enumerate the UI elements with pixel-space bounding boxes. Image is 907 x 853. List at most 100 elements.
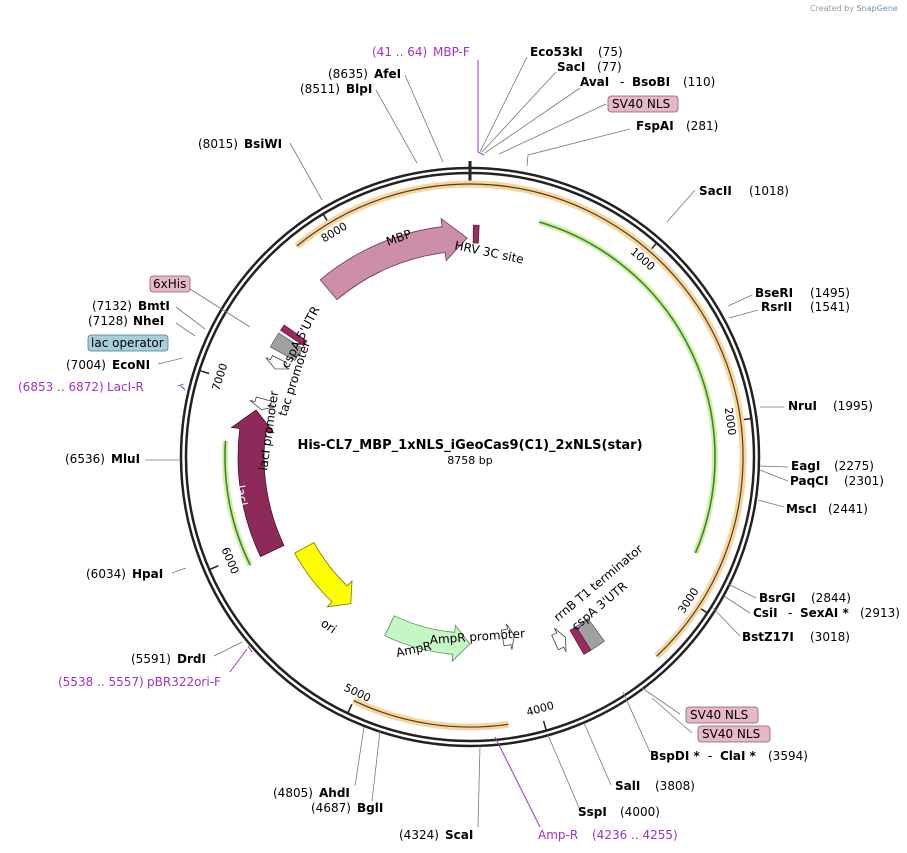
tick-mark [209,564,219,570]
svg-text:(7132): (7132) [92,299,132,313]
ampr-promoter-label: AmpR promoter [429,626,525,647]
svg-text:(110): (110) [683,75,715,89]
boxed-labels: SV40 NLS 6xHis lac operator SV40 NLS SV4… [87,95,771,743]
site-clai[interactable]: ClaI * [720,749,757,763]
site-sali[interactable]: SalI [615,779,640,793]
site-avai[interactable]: AvaI [580,75,609,89]
site-mlui[interactable]: MluI [111,452,140,466]
site-bmti[interactable]: BmtI [138,299,170,313]
site-econi[interactable]: EcoNI [112,358,150,372]
mbp-feature[interactable] [319,217,468,301]
plasmid-length: 8758 bp [447,454,492,467]
site-saci[interactable]: SacI [557,60,585,74]
svg-text:(2275): (2275) [834,459,874,473]
ori-feature[interactable] [294,541,353,608]
site-fspai[interactable]: FspAI [636,119,674,133]
site-afei[interactable]: AfeI [374,67,401,81]
site-sexai[interactable]: SexAI * [800,606,849,620]
svg-text:(281): (281) [686,119,718,133]
site-paqci[interactable]: PaqCI [790,474,828,488]
svg-text:(4687): (4687) [311,801,351,815]
site-eco53ki[interactable]: Eco53kI [530,45,583,59]
svg-text:-: - [708,749,712,763]
cspa5-feature[interactable] [269,332,303,361]
svg-text:(4324): (4324) [399,828,439,842]
6xhis-feature[interactable] [280,324,308,347]
svg-text:(3808): (3808) [655,779,695,793]
site-scai[interactable]: ScaI [445,828,473,842]
rrnb-terminator-feature[interactable] [551,627,567,652]
tick-label: 2000 [722,407,739,437]
primer-labels: (41 .. 64) MBP-F (6853 .. 6872) LacI-R (… [18,45,678,842]
svg-text:(1541): (1541) [810,300,850,314]
orf-arc-main-line [296,183,744,657]
orf-arc-ampr-line [353,700,509,728]
site-bseri[interactable]: BseRI [755,286,793,300]
laci-label: lacI [233,484,250,507]
svg-text:(7128): (7128) [88,314,128,328]
laci-feature[interactable] [230,409,285,558]
site-ahdi[interactable]: AhdI [319,786,350,800]
tac-promoter-feature[interactable] [265,355,290,370]
site-bgli[interactable]: BglI [357,801,383,815]
svg-text:(2301): (2301) [844,474,884,488]
svg-text:(6853 .. 6872): (6853 .. 6872) [18,380,104,394]
site-bstz17i[interactable]: BstZ17I [742,630,794,644]
plasmid-name: His-CL7_MBP_1xNLS_iGeoCas9(C1)_2xNLS(sta… [297,438,642,453]
svg-text:(6536): (6536) [65,452,105,466]
site-rsrii[interactable]: RsrII [761,300,792,314]
site-hpai[interactable]: HpaI [132,567,163,581]
primer-mbp-f[interactable]: MBP-F [433,45,470,59]
hrv-3c-label: HRV 3C site [453,238,525,266]
laci-promoter-feature[interactable] [249,396,276,411]
ampr-feature[interactable] [384,615,471,663]
site-msci[interactable]: MscI [786,502,817,516]
tick-mark [542,720,547,730]
site-bsiwi[interactable]: BsiWI [244,137,282,151]
svg-text:-: - [788,606,792,620]
svg-text:(3018): (3018) [810,630,850,644]
site-csii[interactable]: CsiI [753,606,778,620]
svg-text:(7004): (7004) [66,358,106,372]
svg-text:(8511): (8511) [300,82,340,96]
site-blpi[interactable]: BlpI [346,82,372,96]
ampr-promoter-feature[interactable] [500,623,515,650]
svg-text:(2441): (2441) [828,502,868,516]
svg-text:(5591): (5591) [131,652,171,666]
primer-amp-r[interactable]: Amp-R [538,828,578,842]
site-bspdi[interactable]: BspDI * [650,749,700,763]
created-by-credit: Created by SnapGene [810,4,898,13]
svg-text:(75): (75) [598,45,623,59]
primer-laci-r[interactable]: LacI-R [107,380,144,394]
svg-text:(1018): (1018) [749,184,789,198]
site-eagi[interactable]: EagI [791,459,820,473]
green-arc-laci-line [224,440,252,566]
primer-leaders [179,60,541,828]
site-bsrgi[interactable]: BsrGI [759,591,796,605]
6xhis-box[interactable]: 6xHis [153,277,186,291]
tick-mark [347,703,353,713]
sv40-nls-box-2[interactable]: SV40 NLS [702,727,760,741]
svg-text:(1995): (1995) [833,399,873,413]
lac-operator-box[interactable]: lac operator [91,336,164,350]
site-nhei[interactable]: NheI [133,314,164,328]
tick-mark [200,370,210,375]
svg-text:(8015): (8015) [198,137,238,151]
svg-text:(41 .. 64): (41 .. 64) [372,45,427,59]
svg-text:(6034): (6034) [86,567,126,581]
site-labels: Eco53kI (75) SacI (77) AvaI - BsoBI (110… [65,45,900,842]
site-drdi[interactable]: DrdI [177,652,206,666]
sv40-nls-box-top[interactable]: SV40 NLS [612,97,670,111]
sv40-nls-box-1[interactable]: SV40 NLS [690,708,748,722]
ori-label: ori [318,616,339,636]
primer-pbr322ori-f[interactable]: pBR322ori-F [147,675,221,689]
site-sspi[interactable]: SspI [578,805,607,819]
sv40-nls-feature[interactable] [569,626,592,655]
tick-label: 6000 [218,545,241,576]
site-nrui[interactable]: NruI [788,399,817,413]
hrv-3c-feature[interactable] [472,224,480,244]
svg-text:(3594): (3594) [768,749,808,763]
site-sacii[interactable]: SacII [699,184,732,198]
site-bsobi[interactable]: BsoBI [632,75,670,89]
